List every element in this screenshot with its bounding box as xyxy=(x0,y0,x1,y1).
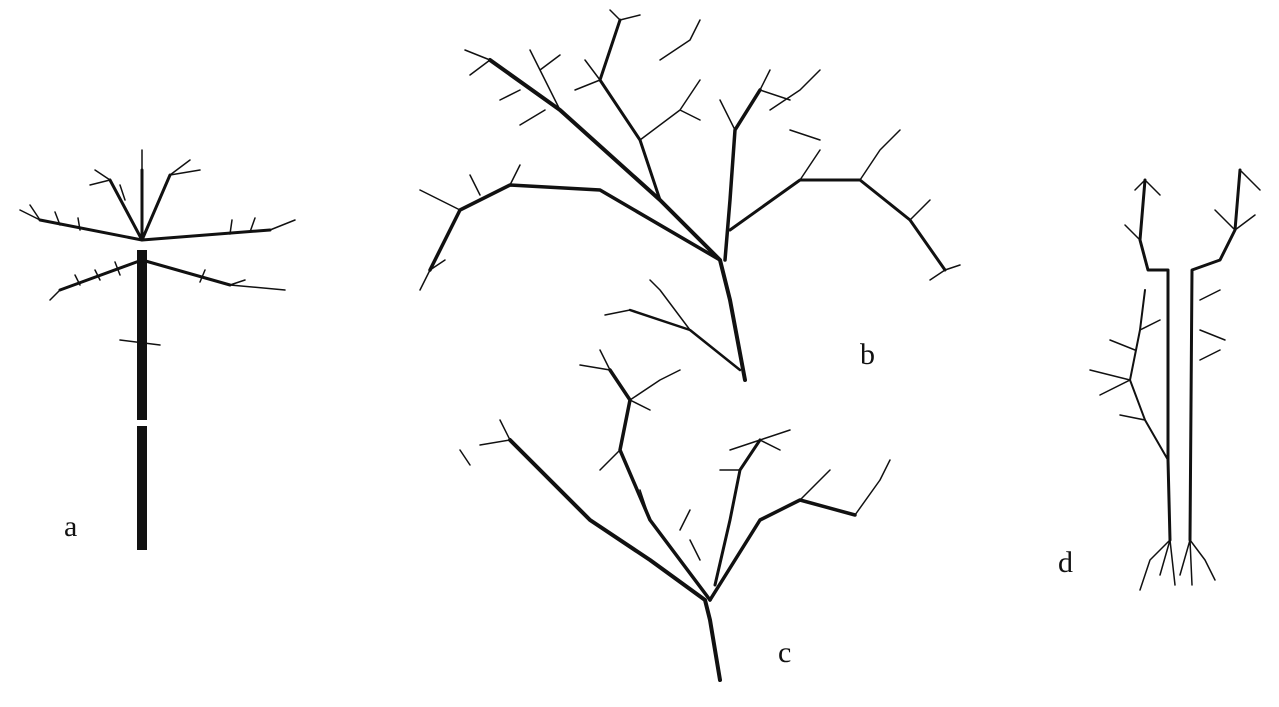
tree-a-trunk xyxy=(137,250,147,550)
panel-label-c: c xyxy=(778,638,791,668)
panel-label-d: d xyxy=(1058,548,1073,578)
tree-b xyxy=(420,10,960,380)
tree-d xyxy=(1090,170,1260,590)
panel-label-a: a xyxy=(64,512,77,542)
panel-label-b: b xyxy=(860,340,875,370)
tree-c xyxy=(460,350,890,680)
tree-a xyxy=(20,150,295,550)
